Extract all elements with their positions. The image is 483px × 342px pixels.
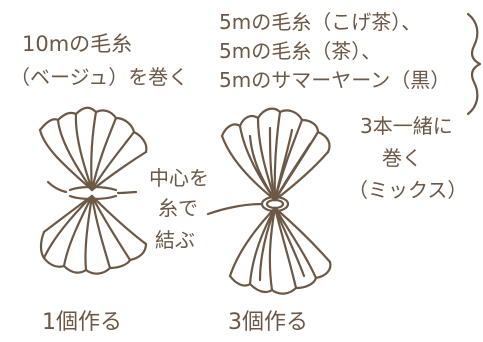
wind-note: 巻く xyxy=(382,146,422,170)
center-pointer-line xyxy=(206,202,264,216)
three-strands-note: 3本一緒に xyxy=(360,114,453,138)
mix-note: （ミックス） xyxy=(348,178,468,202)
yarn-line-dark-brown: 5mの毛糸（こげ茶）、 xyxy=(219,10,422,34)
yarn-line-brown: 5mの毛糸（茶）、 xyxy=(219,39,382,63)
left-wind-label: （ベージュ）を巻く xyxy=(10,65,189,89)
center-instruction-line2: 糸で xyxy=(158,196,198,220)
left-caption: 1個作る xyxy=(42,310,122,335)
right-brace xyxy=(466,12,482,116)
right-yarn-bundle xyxy=(220,107,332,295)
right-caption: 3個作る xyxy=(228,310,308,335)
left-yarn-label: 10mの毛糸 xyxy=(22,32,133,56)
center-instruction-line3: 結ぶ xyxy=(155,228,195,252)
center-instruction-line1: 中心を xyxy=(149,166,209,190)
left-yarn-bundle xyxy=(38,106,148,275)
yarn-line-black-summer: 5mのサマーヤーン（黒） xyxy=(219,68,451,92)
